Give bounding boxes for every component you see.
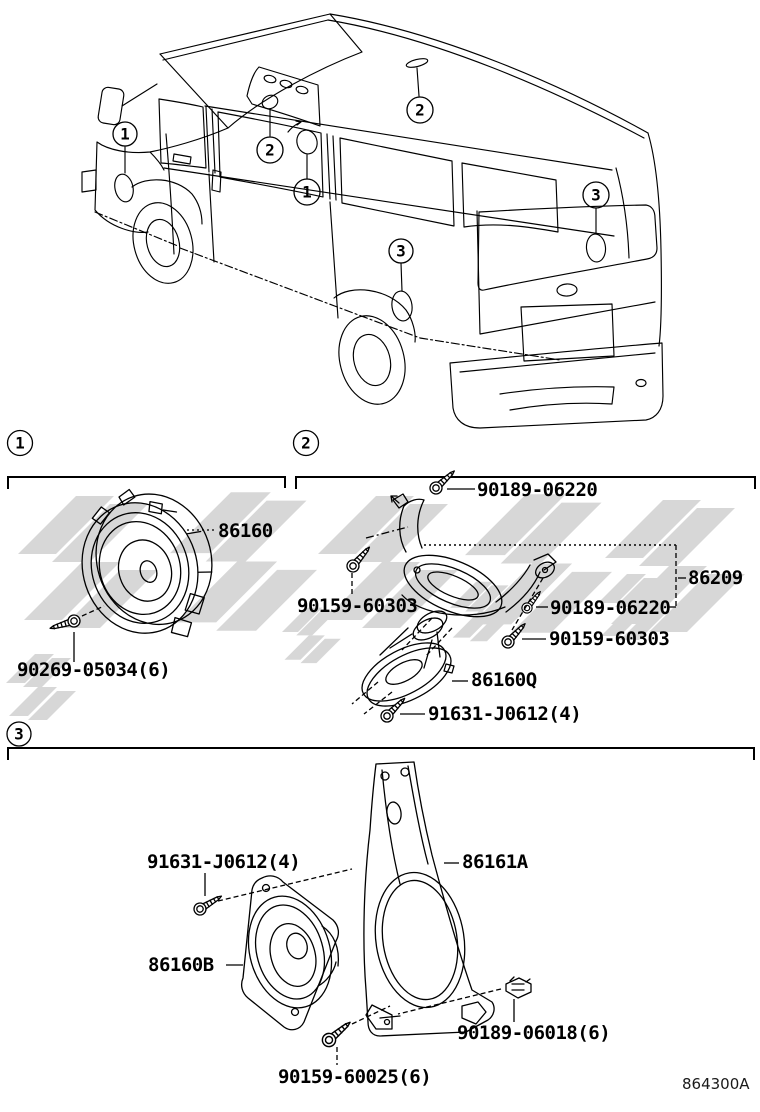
section-number-circle [6,429,34,457]
section-1: 1 86160 90269-05034(6) [6,429,286,681]
callout-circle [406,96,434,124]
section-2-header: 2 [292,429,756,489]
part-label-90159-60303-b: 90159-60303 [549,628,669,650]
part-label-90189-06018: 90189-06018(6) [457,1022,610,1044]
callout-number: 1 [120,125,130,144]
callout-left-quarter-speaker: 3 [388,238,414,322]
grille-slit-oval [405,58,429,68]
section-3-header: 3 [6,721,755,760]
section-number: 1 [15,434,25,453]
clip-90189-06018-drawing [505,976,532,999]
section-number: 2 [301,434,311,453]
van-illustration [81,13,664,429]
speaker-86160b-drawing [241,875,340,1031]
speaker-location-oval [261,94,279,110]
callout-dash-speaker-left: 2 [256,94,284,164]
bracket-86161a-drawing [363,761,495,1037]
part-label-91631-j0612-b: 91631-J0612(4) [147,851,300,873]
speaker-location-oval [296,129,318,155]
speaker-location-oval [585,233,607,263]
part-label-86160b: 86160B [148,954,214,976]
part-label-86160: 86160 [218,520,273,542]
callout-number: 3 [396,242,406,261]
part-label-90189-06220-a: 90189-06220 [477,479,597,501]
section-number-circle [6,721,32,747]
callout-circle [112,121,138,147]
direction-arrow [287,120,302,133]
part-label-91631-j0612-a: 91631-J0612(4) [428,703,581,725]
callout-cowl-grille: 2 [405,58,434,124]
callout-number: 1 [302,183,312,202]
callout-right-quarter-speaker: 3 [582,181,610,263]
part-label-86160q: 86160Q [471,669,537,691]
speaker-86160-drawing [81,488,213,638]
van-callouts: 1 2 1 2 3 3 [112,58,610,322]
part-label-86209: 86209 [688,567,743,589]
speaker-location-oval [391,290,413,322]
part-label-90189-06220-b: 90189-06220 [550,597,670,619]
callout-number: 3 [591,186,601,205]
section-number-circle [292,429,320,457]
section-number: 3 [14,725,24,744]
callout-circle [256,136,284,164]
section-3: 3 86161A 91631-J0612(4) [6,721,755,1088]
callout-circle [293,178,321,206]
part-label-90159-60303-a: 90159-60303 [297,595,417,617]
screw-90159-60025-drawing [318,1016,356,1051]
part-label-86161a: 86161A [462,851,529,873]
screw-90189-top-drawing [426,465,460,498]
screw-91631-s3-drawing [191,890,226,918]
section-2: 2 90189-06220 86209 90159-60303 [292,429,756,726]
part-label-90269-05034: 90269-05034(6) [17,659,170,681]
bracket-86209-drawing [390,493,557,618]
callout-dash-speaker-right: 1 [293,129,321,206]
callout-front-door-speaker: 1 [112,121,138,203]
drawing-reference-number: 864300A [682,1075,750,1093]
callout-number: 2 [415,101,425,120]
part-label-90159-60025: 90159-60025(6) [278,1066,431,1088]
speaker-location-oval [114,173,134,203]
section-1-header: 1 [6,429,286,489]
callout-number: 2 [265,141,275,160]
